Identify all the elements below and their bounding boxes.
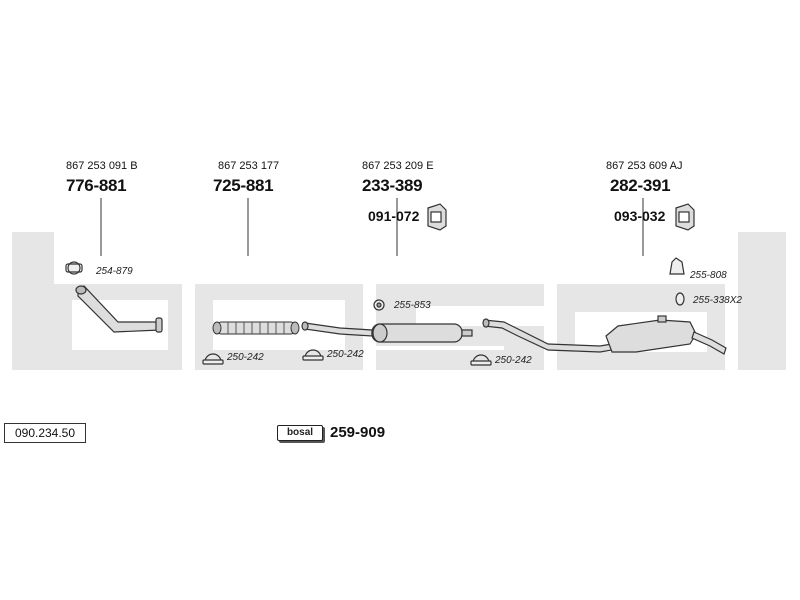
rubber-mount-icon — [669, 257, 685, 275]
oe-number-1: 867 253 091 B — [66, 160, 138, 172]
clamp-icon — [67, 261, 81, 275]
clamp-icons — [65, 257, 685, 366]
clamp-number-4: 255-853 — [394, 300, 431, 311]
part-number-3: 233-389 — [362, 176, 423, 195]
flex-pipe — [212, 321, 300, 335]
mounting-bracket-icons — [427, 203, 695, 231]
part-number-4: 282-391 — [610, 176, 671, 195]
part-number-1: 776-881 — [66, 176, 127, 195]
clamp-icon — [65, 263, 83, 273]
clamp-number-2: 250-242 — [227, 352, 264, 363]
oe-number-3: 867 253 209 E — [362, 160, 434, 172]
front-silencer — [301, 321, 473, 343]
leader-lines — [100, 198, 644, 256]
rear-silencer — [482, 315, 727, 355]
mounting-kit-number-2: 093-032 — [614, 208, 666, 224]
clamp-number-6: 255-808 — [690, 270, 727, 281]
reference-number-box: 090.234.50 — [4, 423, 86, 443]
clamp-number-3: 250-242 — [327, 349, 364, 360]
clamp-number-5: 250-242 — [495, 355, 532, 366]
oe-number-4: 867 253 609 AJ — [606, 160, 683, 172]
oe-number-2: 867 253 177 — [218, 160, 280, 172]
clamp-number-1: 254-879 — [96, 266, 133, 277]
clamp-number-7: 255-338X2 — [693, 295, 742, 306]
assembly-kit-logo: bosal — [277, 425, 323, 441]
part-number-2: 725-881 — [213, 176, 274, 195]
rubber-ring-icon — [675, 292, 685, 306]
front-pipe — [75, 285, 163, 333]
mounting-kit-number-1: 091-072 — [368, 208, 420, 224]
assembly-kit-number: 259-909 — [330, 424, 386, 441]
